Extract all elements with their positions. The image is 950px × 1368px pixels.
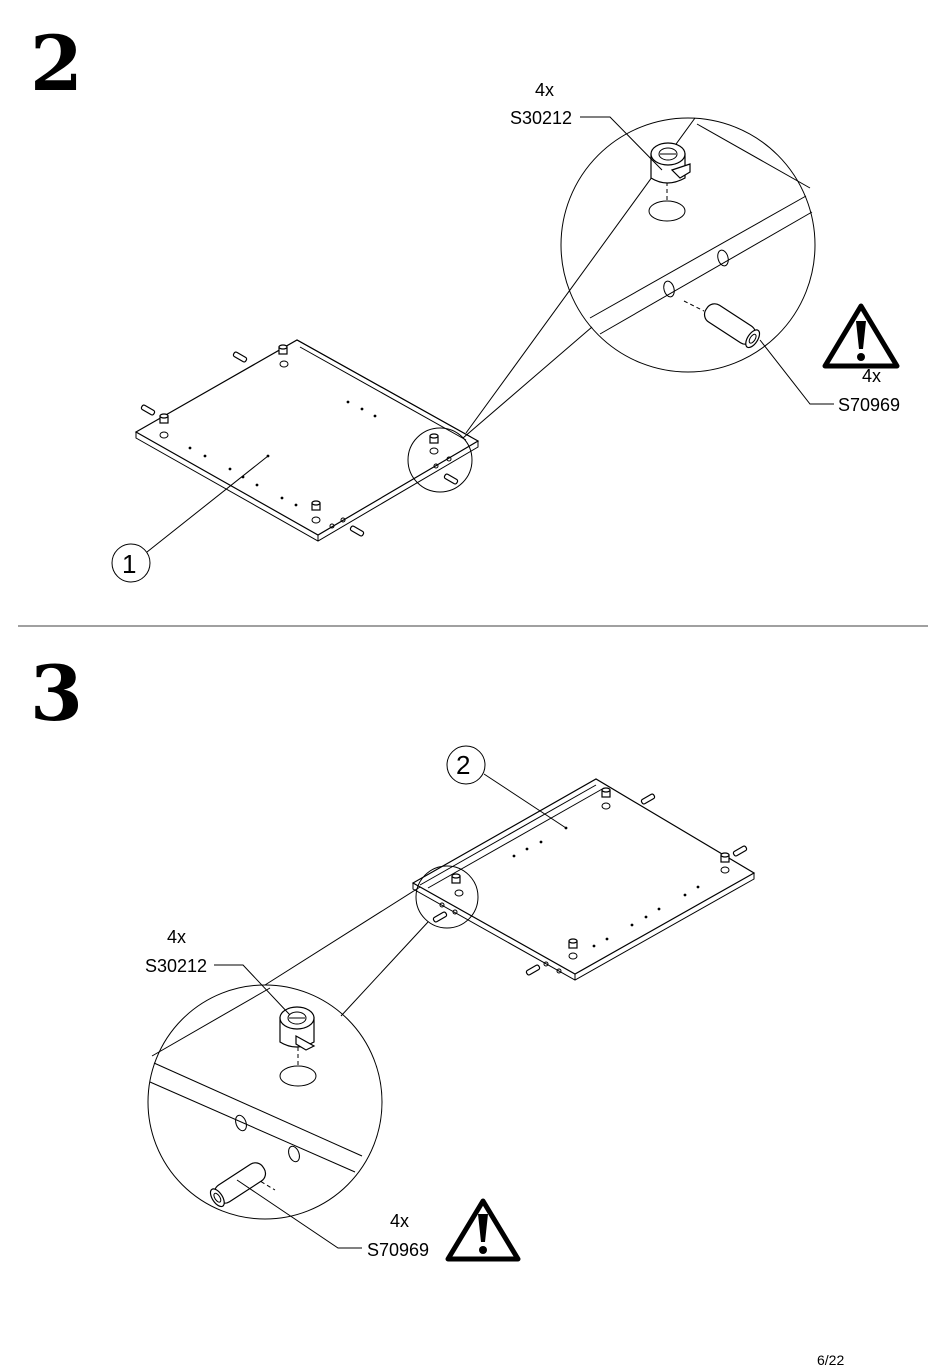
step-2-detail-magnified bbox=[561, 118, 815, 372]
step-3-detail-magnified bbox=[148, 985, 382, 1219]
cam-lock-icon bbox=[280, 1007, 314, 1050]
wooden-dowel-icon bbox=[208, 1159, 269, 1208]
step-2-panel bbox=[136, 340, 478, 541]
step-3-part-callout-circle bbox=[447, 746, 485, 784]
warning-triangle-icon bbox=[825, 306, 897, 366]
step-2-part-callout-circle bbox=[112, 544, 150, 582]
cam-lock-icon bbox=[651, 143, 690, 183]
wooden-dowel-icon bbox=[701, 300, 762, 349]
step-3-panel bbox=[413, 779, 754, 980]
warning-triangle-icon bbox=[448, 1201, 518, 1259]
